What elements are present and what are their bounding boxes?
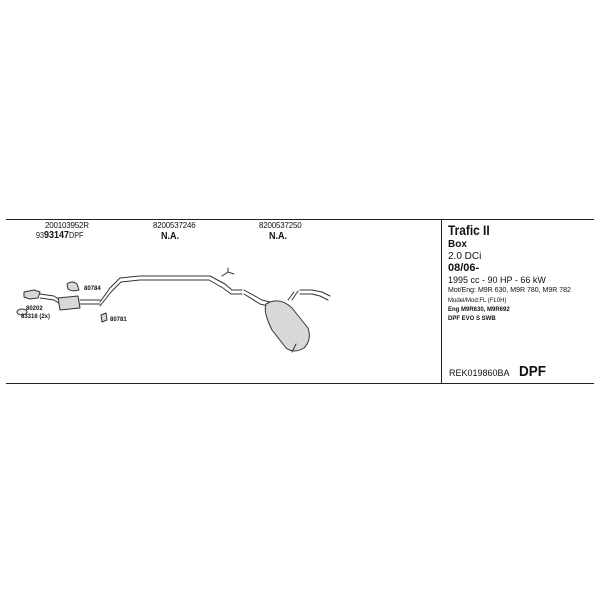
vehicle-power: 1995 cc - 90 HP - 66 kW	[448, 275, 546, 285]
part-code-1-main: 93147	[44, 230, 70, 241]
vehicle-body: Box	[448, 239, 467, 250]
vehicle-engine: 2.0 DCi	[448, 251, 482, 262]
part-code-2: N.A.	[161, 231, 179, 242]
part-code-1-suffix: DPF	[69, 231, 84, 240]
gasket-80202[interactable]	[16, 308, 28, 316]
label-80784: 80784	[84, 286, 101, 292]
part-number-2: 8200537246	[153, 221, 196, 230]
vehicle-model: Trafic II	[448, 222, 490, 238]
intermediate-pipe-part[interactable]	[99, 267, 243, 307]
info-divider	[441, 219, 442, 384]
label-80781: 80781	[110, 317, 127, 323]
vehicle-mot-eng: Mot/Eng: M9R 630, M9R 780, M9R 782	[448, 287, 571, 294]
part-code-1-prefix: 93	[36, 231, 45, 240]
vehicle-eng: Eng M9R630, M9R692	[448, 307, 510, 313]
vehicle-dpf-line: DPF EVO S SWB	[448, 316, 496, 322]
rear-silencer-part[interactable]	[243, 289, 331, 353]
part-number-1: 200103952R	[45, 221, 89, 230]
dpf-label: DPF	[519, 363, 546, 380]
clamp-80784[interactable]	[66, 281, 80, 292]
part-number-3: 8200537250	[259, 221, 302, 230]
mount-80781[interactable]	[100, 312, 108, 323]
label-80202: 80202	[26, 306, 43, 312]
part-code-1: 9393147DPF	[36, 230, 83, 241]
reference-number: REK019860BA	[449, 368, 510, 378]
vehicle-model-code: Model/Mod:FL (FL0H)	[448, 298, 507, 304]
part-code-3: N.A.	[269, 231, 287, 242]
vehicle-date: 08/06-	[448, 262, 480, 274]
front-pipe-dpf-part[interactable]	[23, 289, 101, 311]
parts-frame	[6, 219, 594, 384]
label-83316: 83316 (2x)	[21, 314, 51, 320]
